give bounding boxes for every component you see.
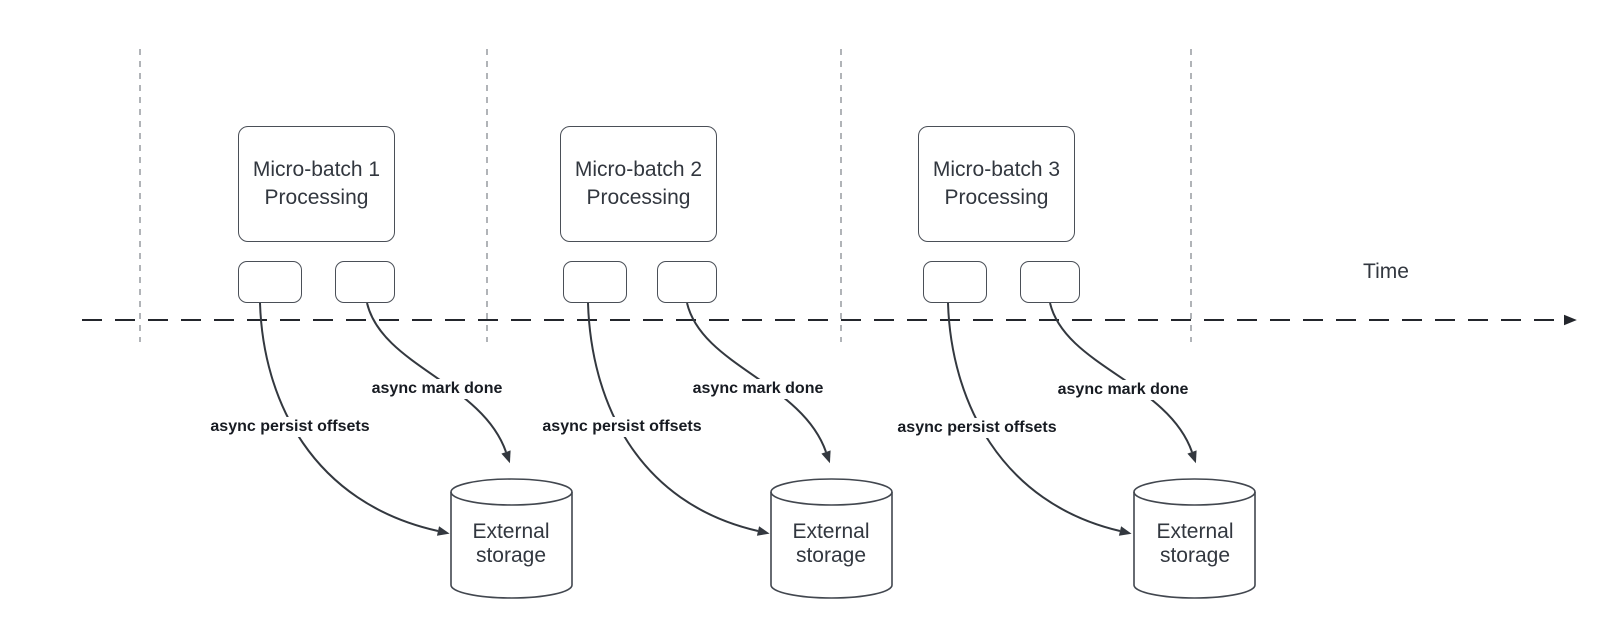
- cylinder-rim: [450, 491, 573, 506]
- time-axis-label: Time: [1359, 260, 1413, 284]
- persist-offsets-label-2: async persist offsets: [539, 417, 705, 437]
- external-storage-cylinder-1: [450, 478, 573, 599]
- external-storage-label-3: External storage: [1156, 520, 1234, 567]
- external-storage-cylinder-2: [770, 478, 893, 599]
- persist-offsets-arrow-1: [259, 302, 450, 536]
- persist-offsets-arrow-3: [947, 302, 1132, 536]
- cylinder-rim: [770, 491, 893, 506]
- persist-offsets-label-1: async persist offsets: [207, 417, 373, 437]
- offset-task-box-2: [563, 261, 627, 303]
- done-task-box-2: [657, 261, 717, 303]
- mark-done-arrow-2: [686, 302, 831, 464]
- offset-task-box-3: [923, 261, 987, 303]
- external-storage-cylinder-3: [1133, 478, 1256, 599]
- persist-offsets-label-3: async persist offsets: [894, 418, 1060, 438]
- cylinder-rim: [1133, 491, 1256, 506]
- microbatch-2-processing-box: Micro-batch 2 Processing: [560, 126, 717, 242]
- persist-offsets-arrow-2: [587, 302, 770, 536]
- external-storage-label-1: External storage: [472, 520, 550, 567]
- external-storage-label-2: External storage: [792, 520, 870, 567]
- microbatch-2-title: Micro-batch 2 Processing: [574, 158, 703, 209]
- microbatch-1-processing-box: Micro-batch 1 Processing: [238, 126, 395, 242]
- mark-done-label-1: async mark done: [368, 379, 506, 399]
- mark-done-arrow-1: [366, 302, 511, 464]
- done-task-box-1: [335, 261, 395, 303]
- microbatch-3-title: Micro-batch 3 Processing: [932, 158, 1061, 209]
- offset-task-box-1: [238, 261, 302, 303]
- mark-done-arrow-3: [1049, 302, 1197, 464]
- mark-done-label-2: async mark done: [689, 379, 827, 399]
- microbatch-3-processing-box: Micro-batch 3 Processing: [918, 126, 1075, 242]
- microbatch-1-title: Micro-batch 1 Processing: [252, 158, 381, 209]
- mark-done-label-3: async mark done: [1054, 380, 1192, 400]
- done-task-box-3: [1020, 261, 1080, 303]
